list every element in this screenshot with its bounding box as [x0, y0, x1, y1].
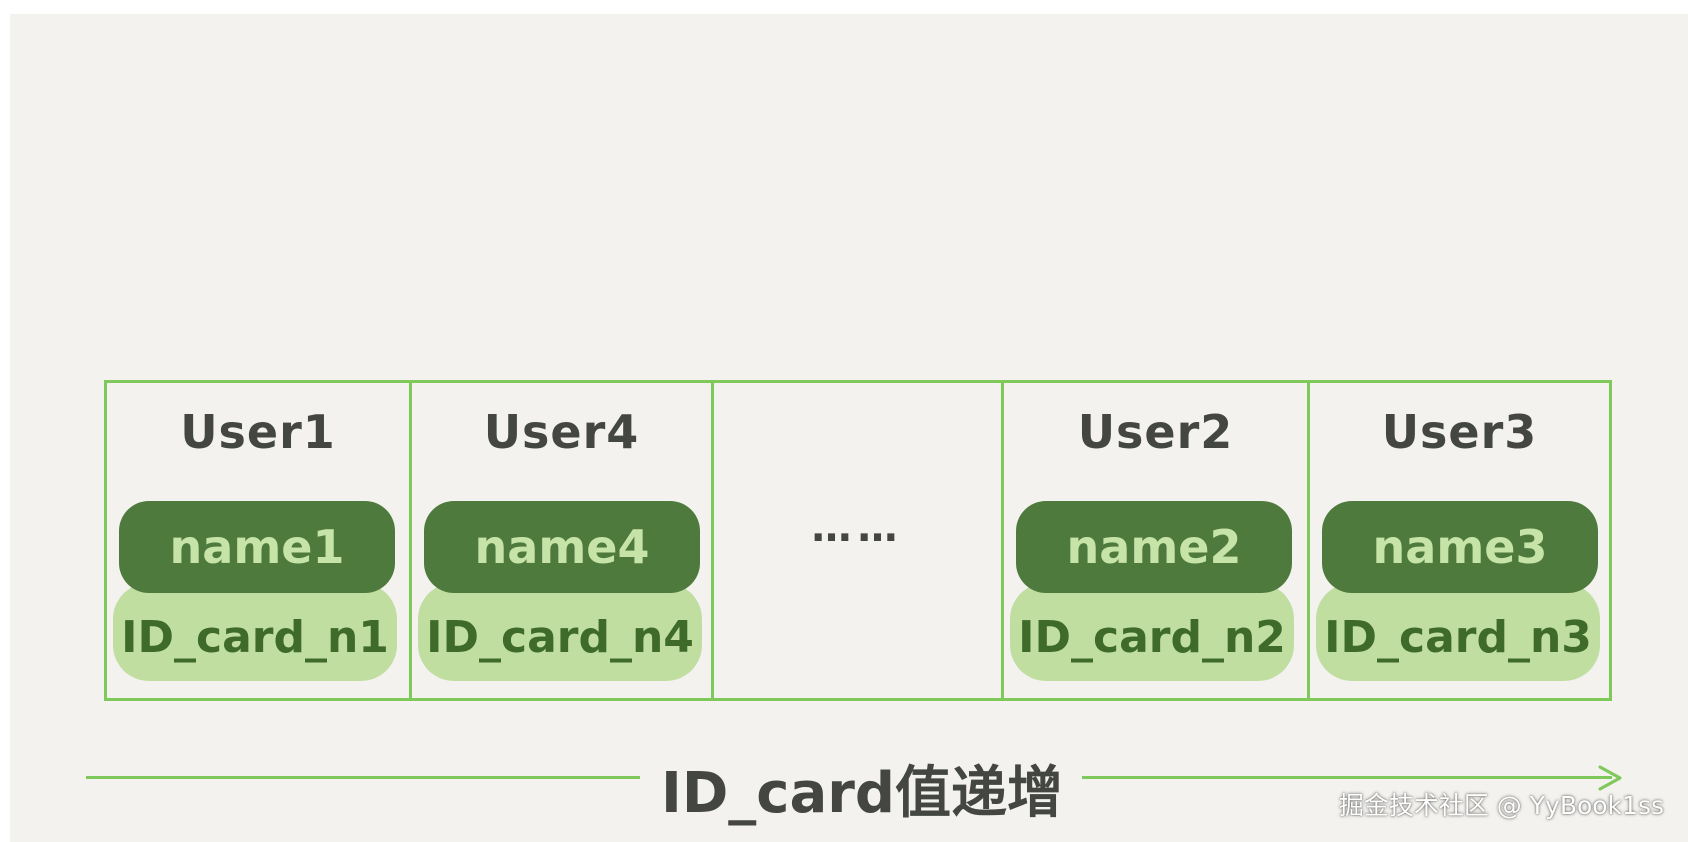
id-card-field: ID_card_n2: [1010, 583, 1294, 681]
id-card-field: ID_card_n4: [418, 583, 702, 681]
name-field: name4: [424, 501, 700, 593]
name-field: name3: [1322, 501, 1598, 593]
id-card-field: ID_card_n3: [1316, 583, 1600, 681]
record-cell-user1: User1 name1 ID_card_n1: [107, 383, 412, 698]
diagram-canvas: [10, 14, 1688, 842]
record-cell-user2: User2 name2 ID_card_n2: [1004, 383, 1310, 698]
name-field: name1: [119, 501, 395, 593]
arrow-right-icon: [1598, 765, 1622, 791]
axis-label: ID_card值递增: [660, 761, 1063, 826]
axis-line-left: [86, 776, 640, 779]
record-cell-user4: User4 name4 ID_card_n4: [412, 383, 714, 698]
name-field: name2: [1016, 501, 1292, 593]
ellipsis: ……: [811, 505, 904, 551]
user-label: User3: [1381, 405, 1538, 459]
record-cell-ellipsis: ……: [714, 383, 1004, 698]
user-label: User4: [483, 405, 640, 459]
records-strip: User1 name1 ID_card_n1 User4 name4 ID_ca…: [104, 380, 1612, 701]
user-label: User1: [180, 405, 336, 459]
id-card-field: ID_card_n1: [113, 583, 397, 681]
user-label: User2: [1077, 405, 1234, 459]
axis-line-right: [1082, 776, 1612, 779]
watermark: 掘金技术社区 @ YyBook1ss: [1338, 791, 1664, 820]
record-cell-user3: User3 name3 ID_card_n3: [1310, 383, 1609, 698]
